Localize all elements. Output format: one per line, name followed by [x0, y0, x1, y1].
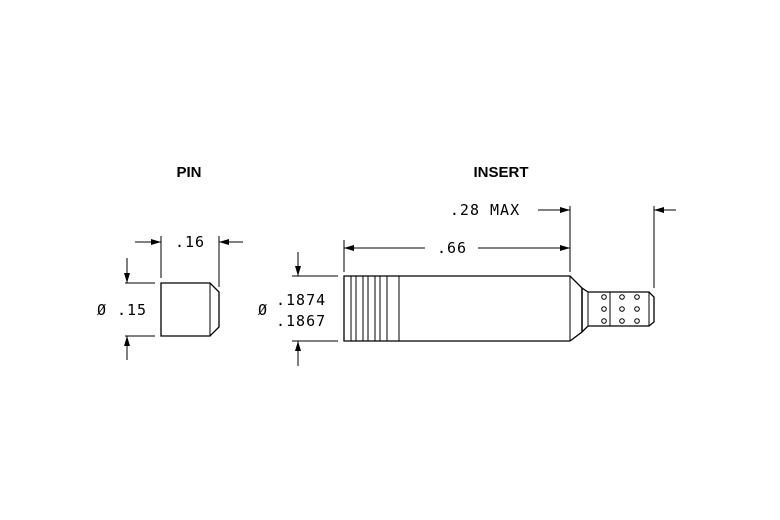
- pin-diameter-symbol: Ø: [97, 301, 107, 319]
- insert-title: INSERT: [473, 164, 528, 181]
- insert-diameter-symbol: Ø: [258, 301, 268, 319]
- insert-length-value: .66: [437, 239, 467, 257]
- insert-part: [343, 275, 655, 342]
- insert-diameter-upper: .1874: [276, 291, 326, 309]
- pin-length-value: .16: [175, 233, 205, 251]
- insert-diameter-dimension: Ø .1874 .1867: [258, 252, 338, 366]
- insert-diameter-lower: .1867: [276, 312, 326, 330]
- insert-max-dimension: .28 MAX: [450, 201, 676, 288]
- pin-diameter-value: .15: [117, 301, 147, 319]
- insert-length-dimension: .66: [343, 206, 571, 272]
- pin-diameter-dimension: Ø .15: [97, 258, 155, 360]
- pin-title: PIN: [176, 164, 201, 181]
- insert-grooves: [343, 275, 400, 342]
- insert-tip-dots: [601, 292, 640, 326]
- pin-part: [160, 282, 220, 337]
- insert-max-value: .28 MAX: [450, 201, 520, 219]
- pin-length-dimension: .16: [135, 233, 243, 287]
